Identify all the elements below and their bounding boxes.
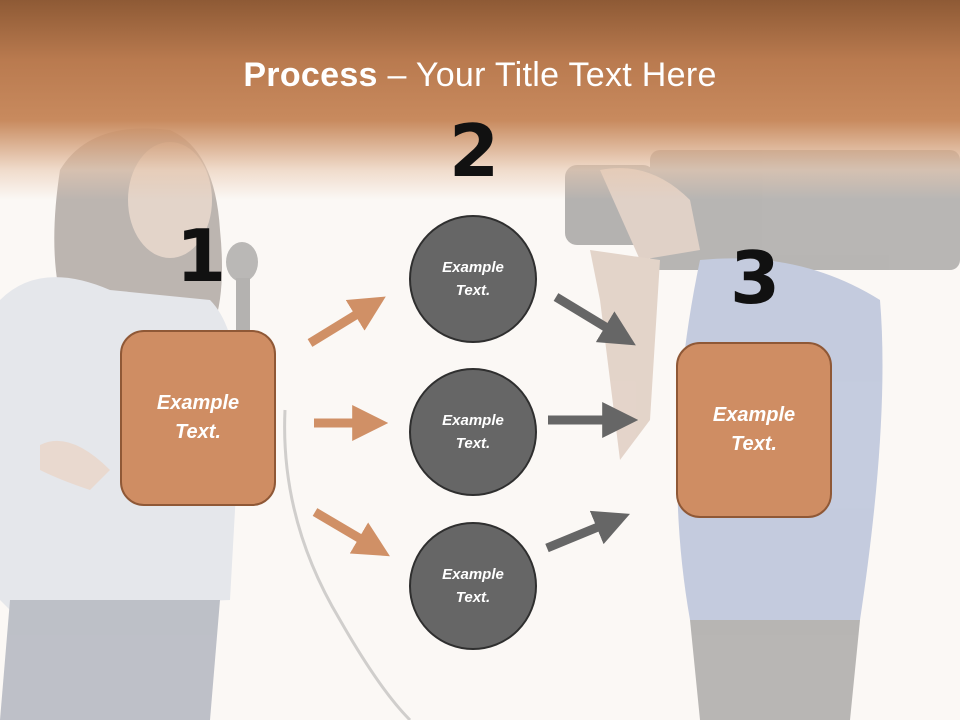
node-2: Example Text. [409, 368, 537, 496]
step-number-2: 2 [449, 109, 500, 193]
title-bold: Process [243, 56, 378, 94]
node-3: Example Text. [409, 522, 537, 650]
arrow-start-to-node-3 [312, 508, 390, 557]
node-3-label: Example Text. [442, 566, 504, 606]
slide-title: Process – Your Title Text Here [0, 54, 960, 96]
arrow-start-to-node-1 [307, 296, 386, 347]
end-box-label: Example Text. [712, 404, 796, 455]
step-number-3: 3 [730, 236, 781, 320]
step-number-1: 1 [176, 214, 227, 298]
node-2-label: Example Text. [442, 412, 504, 452]
start-box-label: Example Text. [156, 392, 240, 443]
start-box: Example Text. [120, 330, 276, 506]
end-box: Example Text. [676, 342, 832, 518]
arrow-node-1-to-end [553, 293, 636, 346]
title-rest: – Your Title Text Here [377, 56, 717, 94]
node-1: Example Text. [409, 215, 537, 343]
header-band [0, 0, 960, 200]
arrow-node-3-to-end [545, 510, 630, 553]
node-1-label: Example Text. [442, 259, 504, 299]
